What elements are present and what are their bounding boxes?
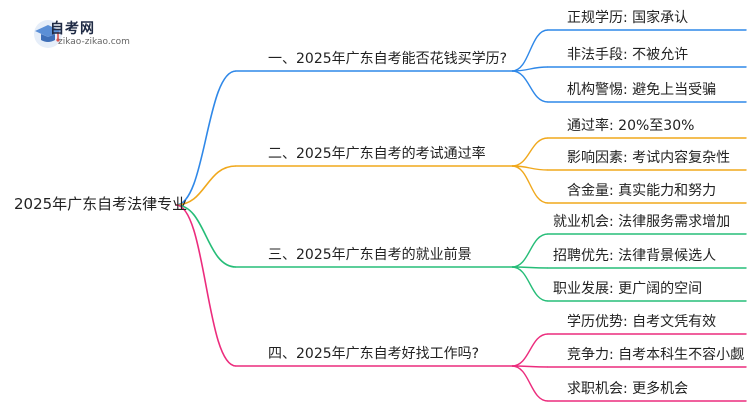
graduation-cap-icon xyxy=(34,20,62,48)
branch-connector xyxy=(175,204,237,268)
leaf-connector xyxy=(511,266,549,302)
branch-connector xyxy=(175,70,237,206)
leaf-connector xyxy=(511,29,549,72)
leaf-connector xyxy=(511,333,549,367)
logo-title: 自考网 xyxy=(50,21,95,37)
leaf-node[interactable]: 影响因素: 考试内容复杂性 xyxy=(567,150,731,166)
site-logo[interactable] xyxy=(30,14,150,54)
leaf-node[interactable]: 求职机会: 更多机会 xyxy=(567,381,689,397)
leaf-node[interactable]: 正规学历: 国家承认 xyxy=(567,10,689,26)
leaf-connector xyxy=(511,70,549,103)
branch-node[interactable]: 一、2025年广东自考能否花钱买学历? xyxy=(268,51,508,67)
leaf-connector xyxy=(511,165,549,204)
leaf-node[interactable]: 学历优势: 自考文凭有效 xyxy=(567,314,717,330)
leaf-node[interactable]: 非法手段: 不被允许 xyxy=(567,47,689,63)
leaf-connector xyxy=(511,365,549,402)
branch-connector xyxy=(175,165,237,206)
branch-node[interactable]: 三、2025年广东自考的就业前景 xyxy=(268,247,472,263)
branch-connector xyxy=(175,204,237,367)
leaf-node[interactable]: 竞争力: 自考本科生不容小觑 xyxy=(567,347,745,363)
leaf-node[interactable]: 招聘优先: 法律背景候选人 xyxy=(553,248,717,264)
leaf-node[interactable]: 机构警惕: 避免上当受骗 xyxy=(567,82,717,98)
root-node[interactable]: 2025年广东自考法律专业 xyxy=(14,195,188,213)
leaf-node[interactable]: 通过率: 20%至30% xyxy=(567,118,695,134)
leaf-node[interactable]: 职业发展: 更广阔的空间 xyxy=(553,281,703,297)
leaf-connector xyxy=(511,137,549,167)
leaf-node[interactable]: 就业机会: 法律服务需求增加 xyxy=(553,214,731,230)
branch-node[interactable]: 二、2025年广东自考的考试通过率 xyxy=(268,146,486,162)
branch-node[interactable]: 四、2025年广东自考好找工作吗? xyxy=(268,346,480,362)
logo-subtitle: zikao-zikao.com xyxy=(58,37,130,47)
leaf-connector xyxy=(511,233,549,268)
leaf-node[interactable]: 含金量: 真实能力和努力 xyxy=(567,183,717,199)
